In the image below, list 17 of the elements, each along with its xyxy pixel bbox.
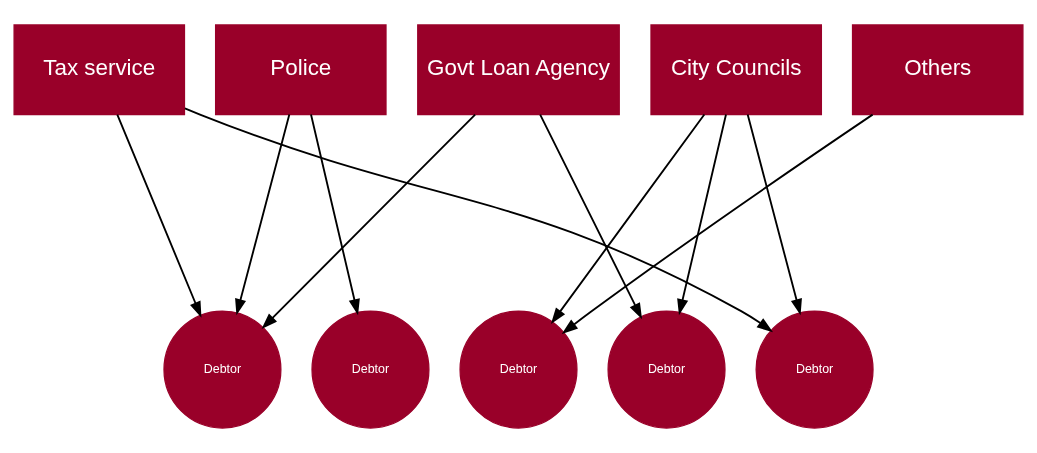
arrow xyxy=(310,113,360,316)
node-box: Govt Loan Agency xyxy=(417,24,620,116)
node-circle: Debtor xyxy=(311,310,430,429)
arrow xyxy=(235,113,291,316)
arrow xyxy=(261,113,477,330)
node-box: Tax service xyxy=(13,24,186,116)
arrow xyxy=(539,113,643,320)
arrow xyxy=(116,113,202,318)
arrow xyxy=(183,107,773,333)
arrow xyxy=(561,113,874,334)
node-box: Others xyxy=(851,24,1024,116)
node-box: Police xyxy=(214,24,387,116)
node-box: City Councils xyxy=(650,24,823,116)
arrow xyxy=(550,113,706,324)
arrow xyxy=(746,113,802,316)
node-circle: Debtor xyxy=(607,310,726,429)
arrow xyxy=(677,113,727,316)
